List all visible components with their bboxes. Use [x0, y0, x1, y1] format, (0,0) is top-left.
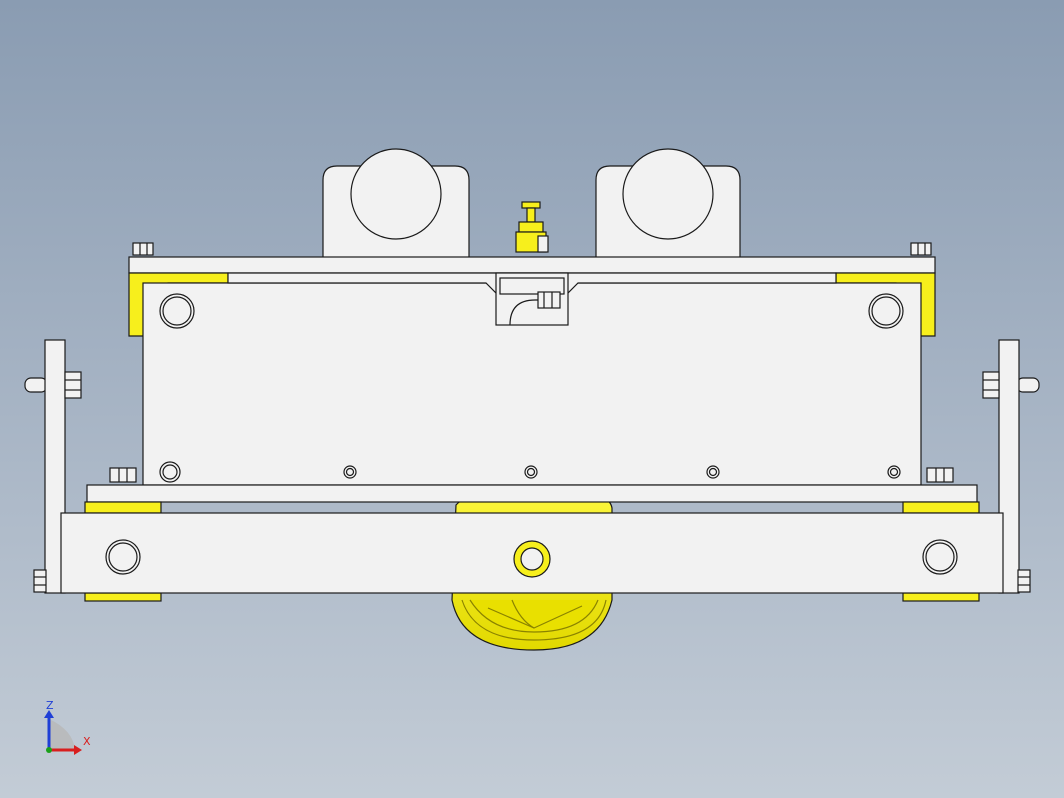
beam-holes — [105, 539, 958, 578]
center-clamp-bracket — [495, 272, 569, 326]
top-plate — [128, 256, 936, 274]
upper-mount-holes — [159, 293, 904, 329]
right-side-post — [982, 339, 1040, 594]
right-roller-support — [595, 148, 741, 259]
right-roller — [622, 148, 714, 240]
x-axis-label: X — [83, 735, 91, 748]
lower-hole-row — [159, 461, 901, 483]
axis-triad — [44, 710, 82, 755]
lower-bolts — [109, 467, 954, 483]
origin-marker — [46, 747, 52, 753]
top-bolts — [132, 242, 932, 256]
left-roller-support — [322, 148, 470, 259]
left-roller — [350, 148, 442, 240]
z-axis-label: Z — [46, 699, 54, 712]
lower-plate — [86, 484, 978, 503]
lubricator-fitting — [515, 201, 549, 253]
left-side-post — [24, 339, 82, 594]
